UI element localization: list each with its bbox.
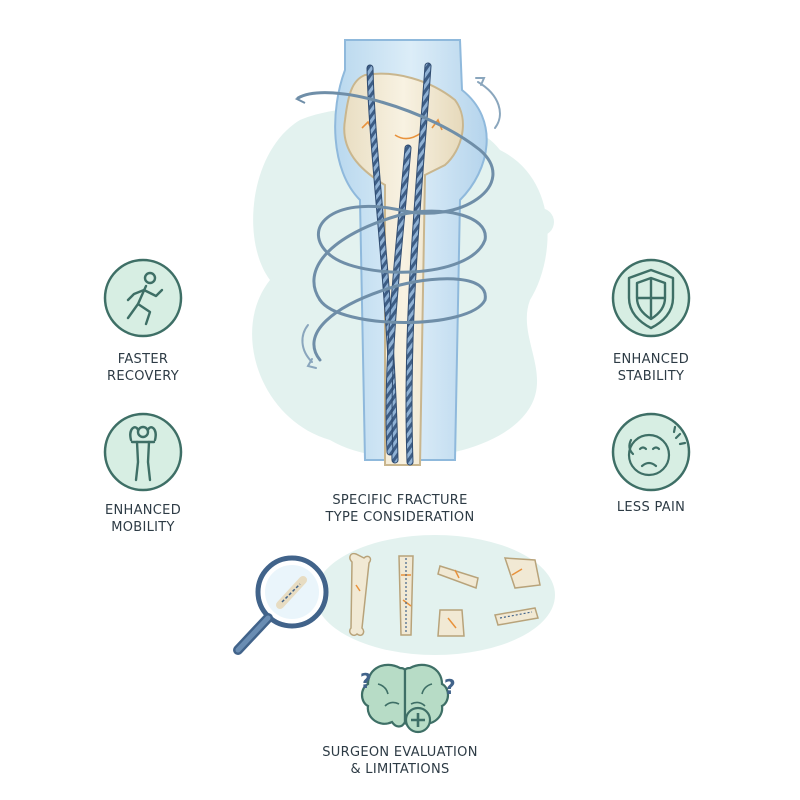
fracture-type-bones <box>348 552 541 637</box>
enhanced-mobility-line-2: MOBILITY <box>111 520 175 535</box>
surgeon-evaluation-title: SURGEON EVALUATION & LIMITATIONS <box>290 744 510 778</box>
less-pain-line-1: LESS PAIN <box>616 500 686 515</box>
enhanced-mobility-line-1: ENHANCED <box>104 503 182 518</box>
less-pain-badge <box>611 412 691 492</box>
faster-recovery-line-1: FASTER <box>117 352 169 367</box>
less-pain-label: LESS PAIN <box>591 499 711 516</box>
running-person-icon <box>126 271 164 326</box>
question-mark-right: ? <box>444 675 456 699</box>
enhanced-stability-line-1: ENHANCED <box>612 352 690 367</box>
fracture-title-line-2: TYPE CONSIDERATION <box>325 510 475 525</box>
rotation-arrows <box>301 77 501 369</box>
stretching-person-icon <box>129 425 157 482</box>
faster-recovery-line-2: RECOVERY <box>107 369 179 384</box>
fracture-types-panel <box>233 535 555 655</box>
surgeon-title-line-1: SURGEON EVALUATION <box>322 745 478 760</box>
pain-face-icon <box>627 425 687 477</box>
fracture-type-title: SPECIFIC FRACTURE TYPE CONSIDERATION <box>290 492 510 526</box>
brain-plus-icon <box>360 663 450 734</box>
enhanced-mobility-label: ENHANCED MOBILITY <box>83 502 203 536</box>
faster-recovery-label: FASTER RECOVERY <box>83 351 203 385</box>
surgeon-title-line-2: & LIMITATIONS <box>350 762 450 777</box>
blob-dot <box>266 256 290 280</box>
enhanced-stability-label: ENHANCED STABILITY <box>591 351 711 385</box>
blob-dot <box>526 208 554 236</box>
spiral-wire-end <box>294 94 306 104</box>
fracture-title-line-1: SPECIFIC FRACTURE <box>332 493 468 508</box>
enhanced-mobility-badge <box>103 412 183 492</box>
question-mark-left: ? <box>360 669 372 693</box>
enhanced-stability-badge <box>611 258 691 338</box>
enhanced-stability-line-2: STABILITY <box>617 369 685 384</box>
faster-recovery-badge <box>103 258 183 338</box>
spiral-wire <box>296 91 495 362</box>
braided-cables <box>366 62 432 466</box>
magnifier-bone-icon <box>233 555 329 655</box>
shield-icon <box>627 268 675 330</box>
